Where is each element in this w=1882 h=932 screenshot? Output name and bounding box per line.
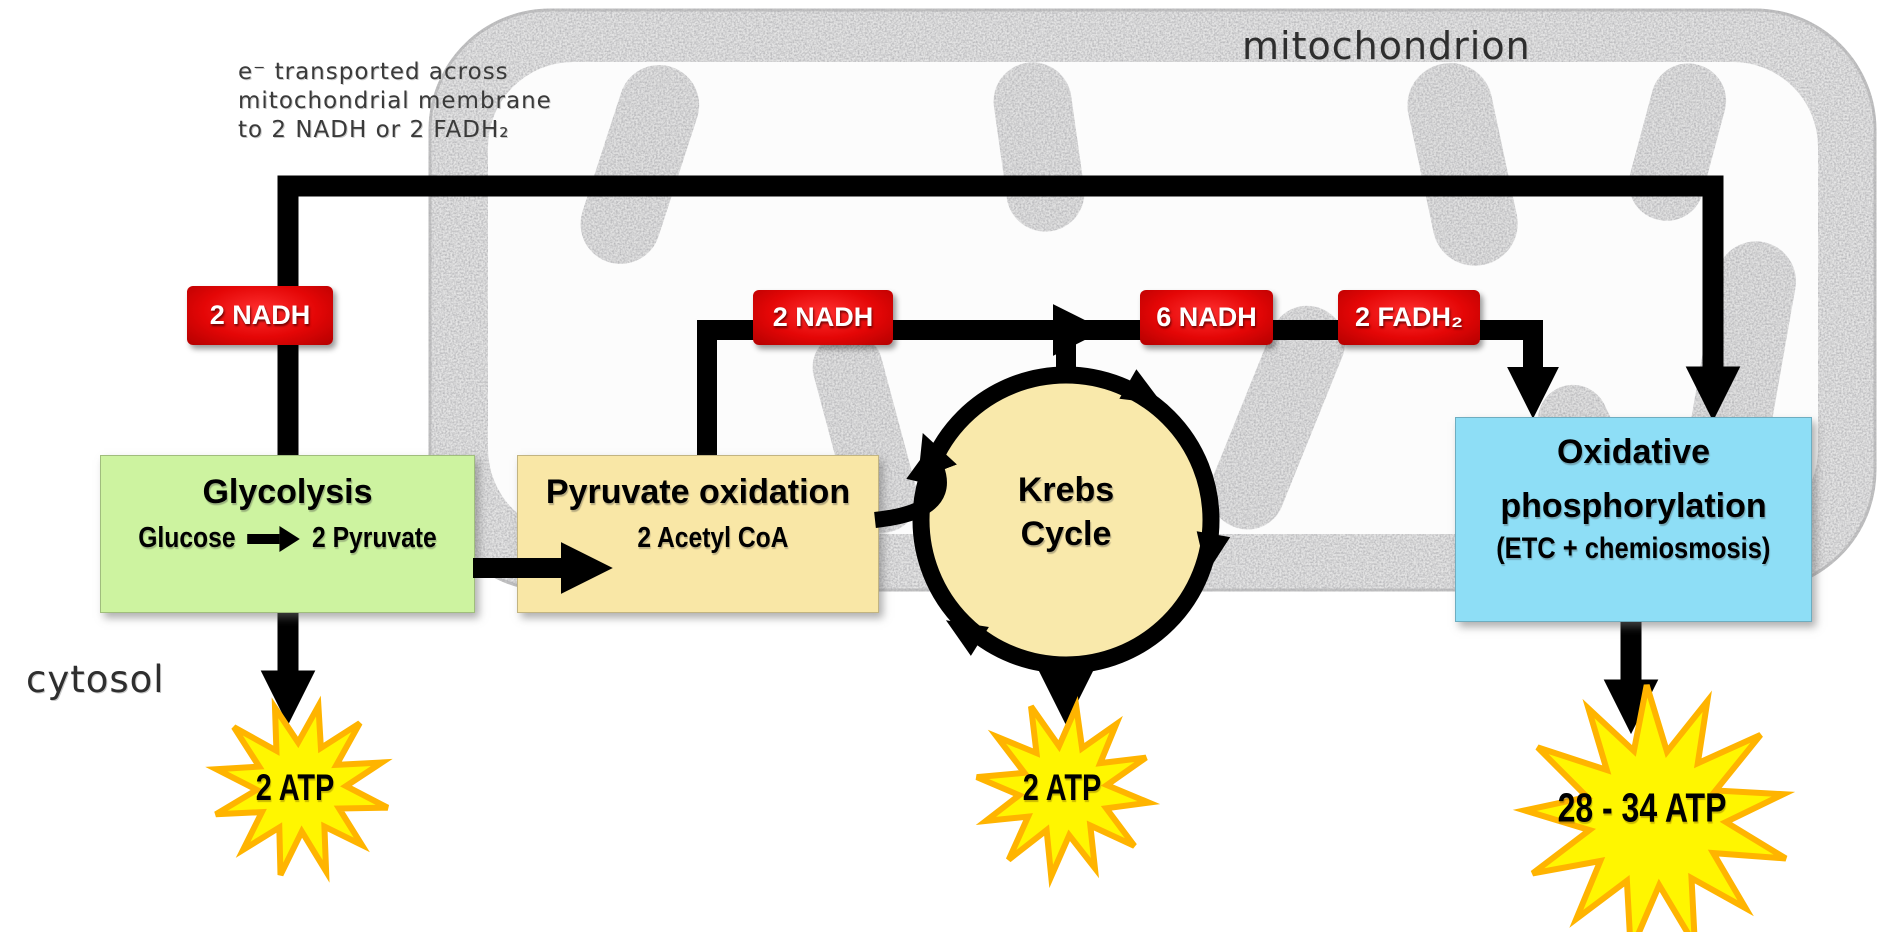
pyruvate-oxidation-product-text: 2 Acetyl CoA xyxy=(637,522,789,554)
carrier-badge-krebs-nadh: 6 NADH xyxy=(1140,290,1273,345)
arrow-right-icon xyxy=(247,525,301,552)
carrier-badge-krebs-fadh2: 2 FADH₂ xyxy=(1338,290,1480,345)
krebs-cycle-label-line2: Cycle xyxy=(1020,515,1112,553)
glycolysis-title: Glycolysis xyxy=(202,473,373,511)
oxphos-subtitle-text: (ETC + chemiosmosis) xyxy=(1496,532,1771,565)
glycolysis-input: Glucose xyxy=(138,522,236,554)
krebs-cycle-label-line1: Krebs xyxy=(1017,471,1115,509)
glycolysis-output: 2 Pyruvate xyxy=(312,522,437,554)
electron-transport-note-line3: to 2 NADH or 2 FADH₂ xyxy=(238,117,510,143)
oxphos-title-line1: Oxidative xyxy=(1556,433,1711,471)
mitochondrion-label: mitochondrion xyxy=(1242,24,1531,68)
carrier-badge-pyruvate-oxidation-nadh: 2 NADH xyxy=(753,290,893,345)
cytosol-label: cytosol xyxy=(26,658,165,701)
pyruvate-oxidation-title: Pyruvate oxidation xyxy=(545,473,851,511)
oxphos-subtitle: (ETC + chemiosmosis) xyxy=(1456,532,1811,566)
electron-transport-note: e⁻ transported across mitochondrial memb… xyxy=(238,58,552,145)
pyruvate-oxidation-product: 2 Acetyl CoA xyxy=(518,522,878,555)
glycolysis-reaction: Glucose 2 Pyruvate xyxy=(129,522,446,555)
atp-yield-glycolysis: 2 ATP xyxy=(255,767,335,808)
pyruvate-oxidation-box: Pyruvate oxidation 2 Acetyl CoA xyxy=(517,455,879,613)
electron-transport-note-line2: mitochondrial membrane xyxy=(238,88,552,114)
oxidative-phosphorylation-box: Oxidative phosphorylation (ETC + chemios… xyxy=(1455,417,1812,622)
atp-yield-krebs: 2 ATP xyxy=(1022,767,1102,808)
krebs-cycle-label: Krebs Cycle xyxy=(966,468,1166,556)
carrier-badge-glycolysis-nadh: 2 NADH xyxy=(187,286,333,345)
atp-yield-oxphos: 28 - 34 ATP xyxy=(1557,784,1727,831)
electron-transport-note-line1: e⁻ transported across xyxy=(238,59,509,85)
oxphos-title-line2: phosphorylation xyxy=(1500,487,1767,525)
glycolysis-box: Glycolysis Glucose 2 Pyruvate xyxy=(100,455,475,613)
